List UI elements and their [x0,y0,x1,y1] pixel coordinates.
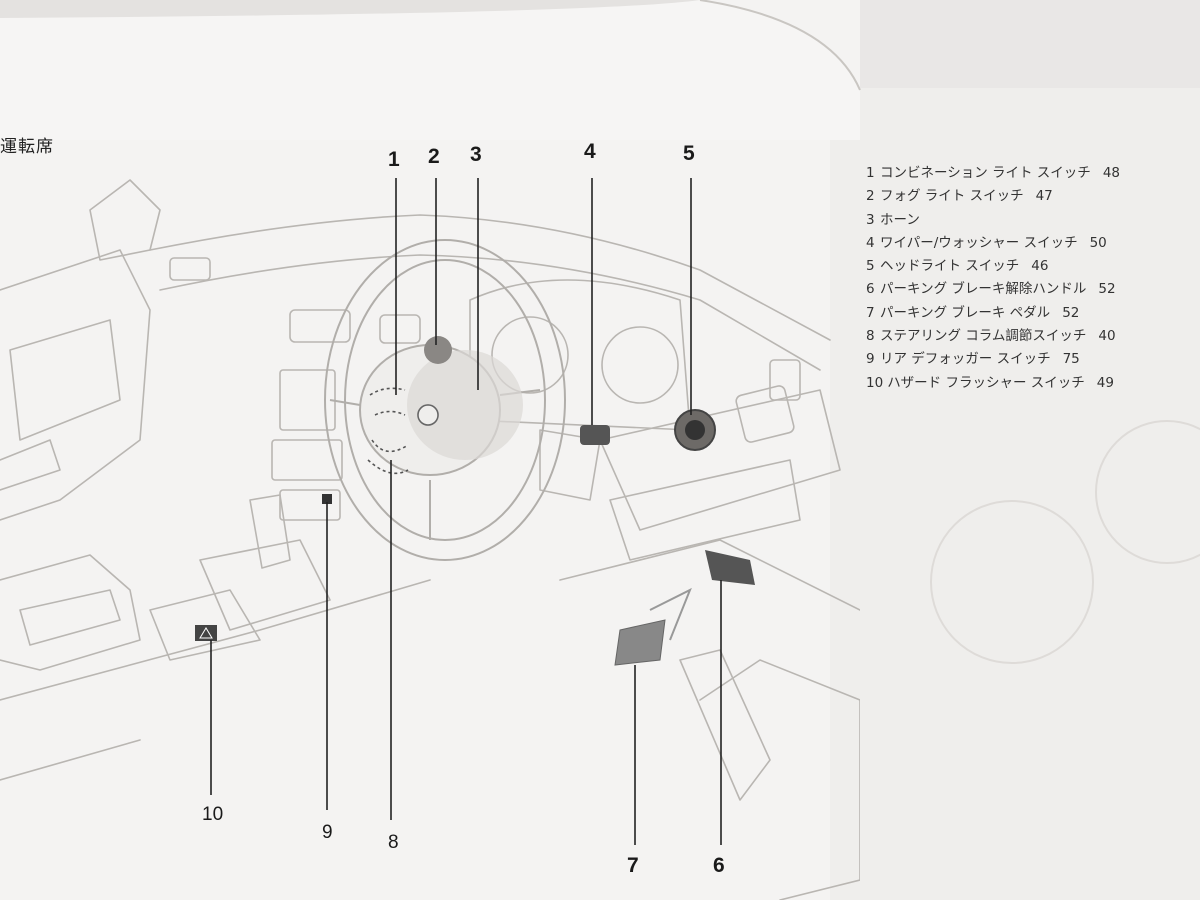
vent-center [289,309,351,343]
parking-brake-handle [705,550,755,585]
legend-num: 8 [866,328,875,345]
legend-num: 9 [866,351,875,368]
legend-text: パーキング ブレーキ ペダル [880,304,1051,321]
dash-top [149,214,831,341]
legend-page: 46 [1031,258,1049,275]
callout-10: 10 [202,804,224,825]
steering-wheel-rim [324,239,566,561]
glovebox [609,459,801,561]
mirror [89,179,161,261]
ghost-gauge [930,500,1094,664]
legend-page: 48 [1102,165,1120,181]
legend-item: 3 ホーン [866,209,1120,232]
parking-brake-pedal [614,619,666,666]
legend-item: 2 フォグ ライト スイッチ 47 [866,185,1120,208]
vent-right [735,385,795,443]
door-panel [0,249,151,521]
callout-1: 1 [388,148,400,171]
fog-switch [424,336,452,364]
legend-item: 5 ヘッドライト スイッチ 46 [866,255,1120,278]
legend-text: ハザード フラッシャー スイッチ [887,374,1085,391]
gauge-left [491,316,569,394]
callout-3: 3 [470,143,482,166]
gear-console [199,539,331,631]
legend-num: 6 [866,281,875,298]
legend-num: 1 [866,165,875,181]
callout-2: 2 [428,145,440,168]
legend-item: 7 パーキング ブレーキ ペダル 52 [866,302,1120,325]
rear-defog-switch [322,494,332,504]
legend-page: 75 [1062,351,1080,368]
section-title: 運転席 [0,137,54,157]
legend-item: 6 パーキング ブレーキ解除ハンドル 52 [866,278,1120,301]
legend-item: 4 ワイパー/ウォッシャー スイッチ 50 [866,232,1120,255]
dash-right [599,389,841,531]
callout-9: 9 [322,822,333,843]
legend-page: 52 [1062,304,1080,321]
legend-text: パーキング ブレーキ解除ハンドル [880,281,1087,298]
armrest [0,554,141,671]
wiper-stalk [580,425,610,445]
legend-item: 9 リア デフォッガー スイッチ 75 [866,348,1120,371]
pedal-accel [679,649,771,801]
page-curl-shadow [0,0,861,140]
legend-num: 5 [866,258,875,275]
legend-item: 8 ステアリング コラム調節スイッチ 40 [866,325,1120,348]
callout-7: 7 [627,854,639,877]
legend-text: ステアリング コラム調節スイッチ [880,328,1087,345]
legend-text: ホーン [880,211,920,228]
legend-num: 7 [866,304,875,321]
legend-num: 4 [866,234,875,251]
legend-item: 1 コンビネーション ライト スイッチ 48 [866,162,1120,185]
legend-num: 2 [866,188,875,205]
callout-6: 6 [713,854,725,877]
legend-page: 40 [1098,328,1116,345]
gauge-right [601,326,679,404]
legend-num: 10 [866,374,884,391]
legend-text: フォグ ライト スイッチ [880,188,1024,205]
callout-4: 4 [584,140,596,163]
callout-8: 8 [388,832,399,853]
legend-text: リア デフォッガー スイッチ [880,351,1051,368]
legend-text: コンビネーション ライト スイッチ [880,165,1091,181]
callout-5: 5 [683,142,695,165]
climate-panel [271,439,343,481]
legend-page: 47 [1035,188,1053,205]
legend-page: 49 [1096,374,1114,391]
cockpit-illustration [0,178,860,900]
legend-page: 52 [1098,281,1116,298]
vent-left [169,257,211,281]
legend-num: 3 [866,211,875,228]
legend-page: 50 [1089,234,1107,251]
legend-text: ワイパー/ウォッシャー スイッチ [880,234,1078,251]
legend-text: ヘッドライト スイッチ [880,258,1020,275]
